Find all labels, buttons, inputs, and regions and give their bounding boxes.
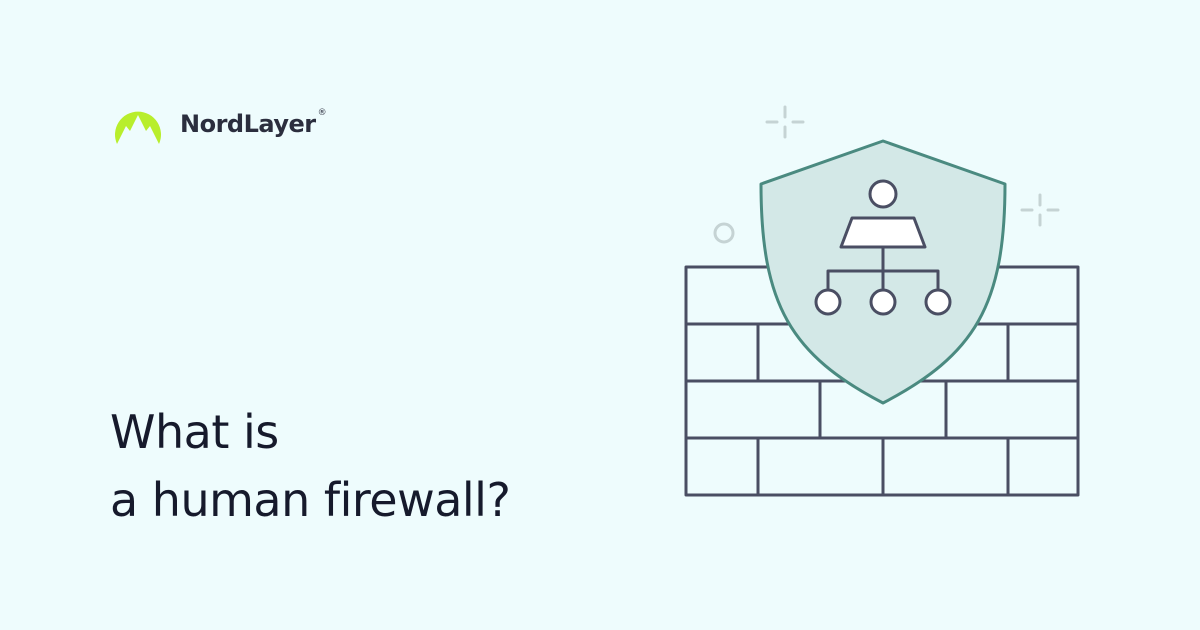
title-line-2: a human firewall? <box>110 473 511 527</box>
registered-mark: ® <box>317 108 327 118</box>
sparkle-icon <box>1020 193 1060 227</box>
ring-icon <box>713 222 735 244</box>
brand-name: NordLayer® <box>180 108 327 138</box>
brand-name-text: NordLayer <box>180 110 316 138</box>
sparkle-icon <box>765 105 805 139</box>
org-hierarchy-icon <box>814 179 952 316</box>
mountain-logo-icon <box>115 111 161 144</box>
page-title: What is a human firewall? <box>110 398 511 534</box>
brand-logo: NordLayer® <box>110 100 327 146</box>
title-line-1: What is <box>110 405 279 459</box>
firewall-illustration <box>684 105 1080 497</box>
